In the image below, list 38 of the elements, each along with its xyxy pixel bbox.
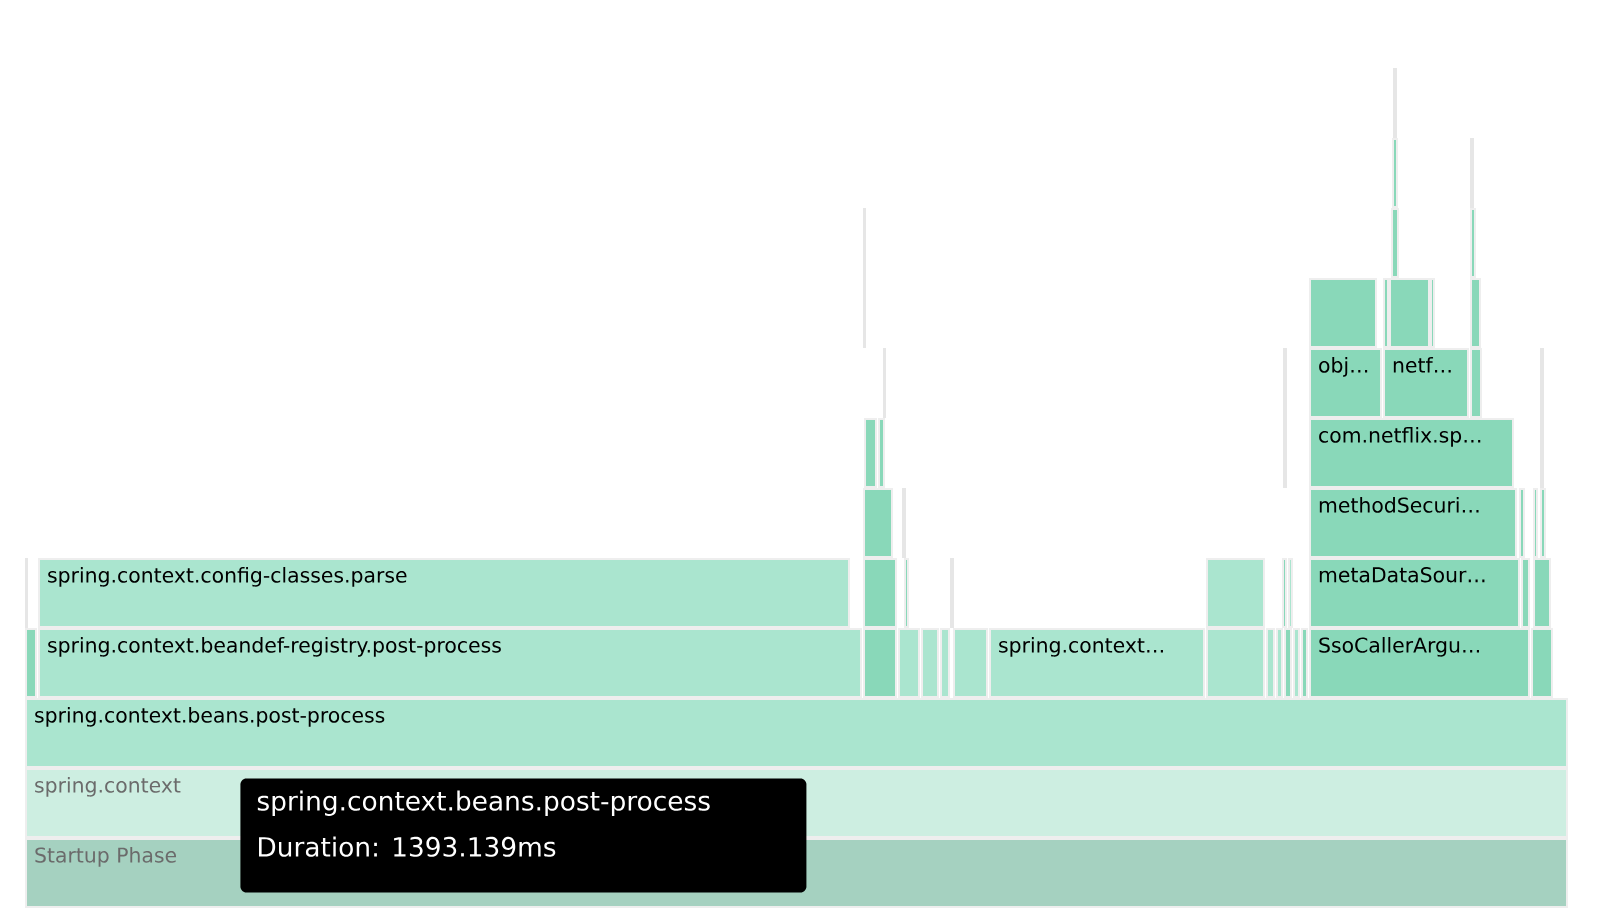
- flame-bar: [1206, 558, 1265, 628]
- flame-bar: [1293, 628, 1300, 698]
- flame-bar: [1540, 488, 1546, 558]
- flame-bar: [1282, 558, 1287, 628]
- flame-bar: [1430, 278, 1435, 348]
- flame-bar: obj…: [1309, 348, 1382, 418]
- flame-bar: spring.context.config-classes.parse: [38, 558, 850, 628]
- flame-bar: [1392, 138, 1398, 208]
- tooltip: spring.context.beans.post-process Duration: 1393.139ms: [240, 778, 807, 893]
- flame-bar: [864, 418, 877, 488]
- flame-bar: [1470, 278, 1481, 348]
- flame-bar: [1288, 558, 1293, 628]
- flame-bar: [1266, 628, 1275, 698]
- flame-bar: [863, 558, 897, 628]
- flame-bar: [1276, 628, 1283, 698]
- flame-bar: methodSecuri…: [1309, 488, 1517, 558]
- flame-bar: [953, 628, 988, 698]
- flame-bar: [863, 488, 893, 558]
- flame-bar: [1391, 208, 1399, 278]
- flame-bar: [1301, 628, 1308, 698]
- flame-bar: [1519, 488, 1525, 558]
- flame-bar: [1309, 278, 1377, 348]
- flame-bar: [1470, 208, 1476, 278]
- flame-bar: [904, 558, 909, 628]
- flame-bar: [25, 628, 37, 698]
- flame-bar: [1521, 558, 1530, 628]
- flame-bar: [1284, 628, 1292, 698]
- flame-bar: [898, 628, 920, 698]
- flame-bar: spring.context.beandef-registry.post-process: [38, 628, 862, 698]
- flame-bar: [863, 628, 897, 698]
- flame-bar: [940, 628, 950, 698]
- flame-bar: [1383, 278, 1389, 348]
- flame-bar: [1531, 628, 1553, 698]
- flame-bar: [1533, 558, 1551, 628]
- flame-bar: [1533, 488, 1538, 558]
- flame-bar: [878, 418, 885, 488]
- flame-bar: [921, 628, 939, 698]
- flame-bar: [1470, 348, 1482, 418]
